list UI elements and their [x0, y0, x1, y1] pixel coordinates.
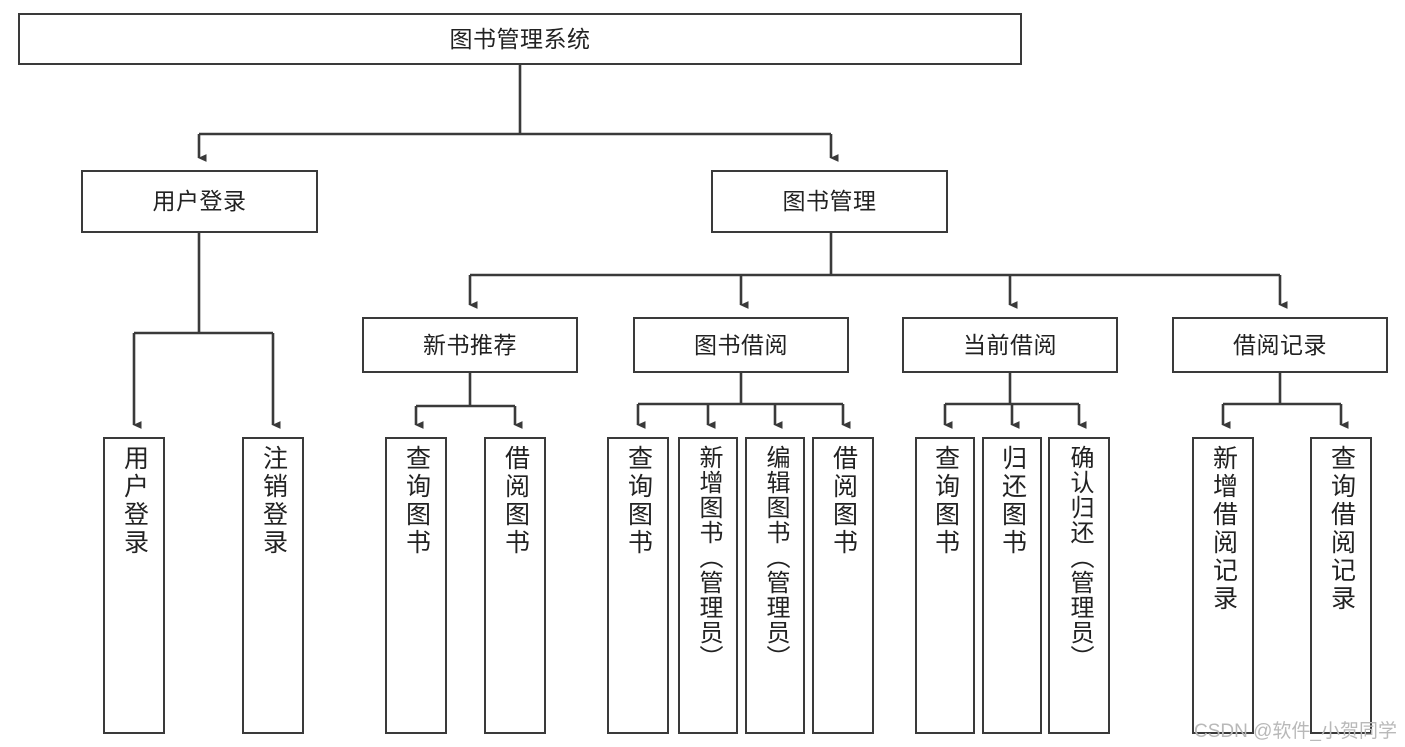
node-label: 查询借阅记录 — [1327, 445, 1356, 613]
node-leaf-query-borrow-record[interactable]: 查询借阅记录 — [1310, 437, 1372, 734]
node-label: 查询图书 — [931, 445, 960, 557]
node-book-borrow[interactable]: 图书借阅 — [633, 317, 849, 373]
node-borrow-record[interactable]: 借阅记录 — [1172, 317, 1388, 373]
node-label: 图书管理 — [782, 188, 877, 215]
node-leaf-return-book[interactable]: 归还图书 — [982, 437, 1042, 734]
node-label: 借阅记录 — [1233, 331, 1327, 358]
node-label: 用户登录 — [152, 188, 247, 215]
node-label: 新增借阅记录 — [1209, 445, 1238, 613]
node-label: 查询图书 — [402, 445, 431, 557]
node-leaf-query-book-current[interactable]: 查询图书 — [915, 437, 975, 734]
node-leaf-query-book-borrow[interactable]: 查询图书 — [607, 437, 669, 734]
node-leaf-add-book-admin[interactable]: 新增图书（管理员） — [678, 437, 738, 734]
node-label: 图书借阅 — [694, 331, 788, 358]
node-label: 借阅图书 — [501, 445, 530, 557]
node-user-login[interactable]: 用户登录 — [81, 170, 318, 233]
node-label: 当前借阅 — [963, 331, 1057, 358]
node-label: 注销登录 — [259, 445, 288, 557]
node-label: 查询图书 — [624, 445, 653, 557]
node-label: 图书管理系统 — [449, 25, 591, 52]
node-label: 用户登录 — [120, 445, 149, 557]
node-leaf-query-book-recommend[interactable]: 查询图书 — [385, 437, 447, 734]
node-current-borrow[interactable]: 当前借阅 — [902, 317, 1118, 373]
node-label: 确认归还（管理员） — [1066, 445, 1093, 670]
node-leaf-borrow-book-recommend[interactable]: 借阅图书 — [484, 437, 546, 734]
node-leaf-add-borrow-record[interactable]: 新增借阅记录 — [1192, 437, 1254, 734]
node-new-book-recommend[interactable]: 新书推荐 — [362, 317, 578, 373]
node-leaf-logout-login[interactable]: 注销登录 — [242, 437, 304, 734]
watermark-text: CSDN @软件_小贺同学 — [1194, 721, 1397, 742]
node-leaf-confirm-return-admin[interactable]: 确认归还（管理员） — [1048, 437, 1110, 734]
node-label: 编辑图书（管理员） — [762, 445, 789, 670]
node-leaf-borrow-book[interactable]: 借阅图书 — [812, 437, 874, 734]
node-leaf-edit-book-admin[interactable]: 编辑图书（管理员） — [745, 437, 805, 734]
node-label: 归还图书 — [998, 445, 1027, 557]
node-label: 新书推荐 — [423, 331, 517, 358]
node-leaf-user-login[interactable]: 用户登录 — [103, 437, 165, 734]
node-label: 新增图书（管理员） — [695, 445, 722, 670]
node-label: 借阅图书 — [829, 445, 858, 557]
node-book-management[interactable]: 图书管理 — [711, 170, 948, 233]
node-root-system[interactable]: 图书管理系统 — [18, 13, 1022, 65]
